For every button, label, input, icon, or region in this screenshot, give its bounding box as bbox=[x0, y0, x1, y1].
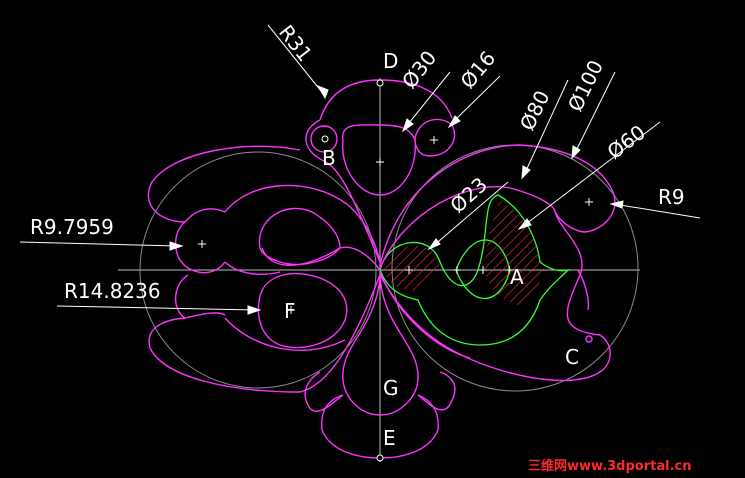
dim-d16: Ø16 bbox=[455, 46, 500, 93]
dim-d30: Ø30 bbox=[397, 46, 441, 93]
center-marks bbox=[198, 136, 593, 314]
label-f: F bbox=[284, 299, 296, 323]
outer-outline bbox=[147, 79, 616, 459]
watermark: 三维网www.3dportal.cn bbox=[528, 458, 691, 474]
dimension-leaders bbox=[19, 24, 701, 315]
dim-d60: Ø60 bbox=[603, 120, 650, 164]
label-c: C bbox=[565, 345, 579, 369]
dim-d23: Ø23 bbox=[445, 172, 492, 217]
label-d: D bbox=[383, 49, 398, 73]
dim-d80: Ø80 bbox=[515, 87, 555, 135]
dim-r9-7959: R9.7959 bbox=[30, 215, 114, 239]
dim-d100: Ø100 bbox=[563, 56, 608, 115]
label-g: G bbox=[383, 376, 399, 400]
point-labels: D B A C F G E bbox=[284, 49, 579, 450]
dimension-labels: R31 Ø30 Ø16 Ø80 Ø100 Ø60 R9 Ø23 R9.7959 … bbox=[30, 20, 685, 303]
center-lines bbox=[118, 78, 640, 462]
dim-r14-8236: R14.8236 bbox=[64, 279, 161, 303]
endpoint-circles bbox=[321, 79, 384, 462]
hatched-areas bbox=[382, 200, 544, 305]
dim-r31: R31 bbox=[274, 20, 317, 66]
label-a: A bbox=[510, 265, 524, 289]
label-b: B bbox=[322, 146, 336, 170]
dim-r9: R9 bbox=[658, 185, 685, 209]
label-e: E bbox=[383, 426, 396, 450]
